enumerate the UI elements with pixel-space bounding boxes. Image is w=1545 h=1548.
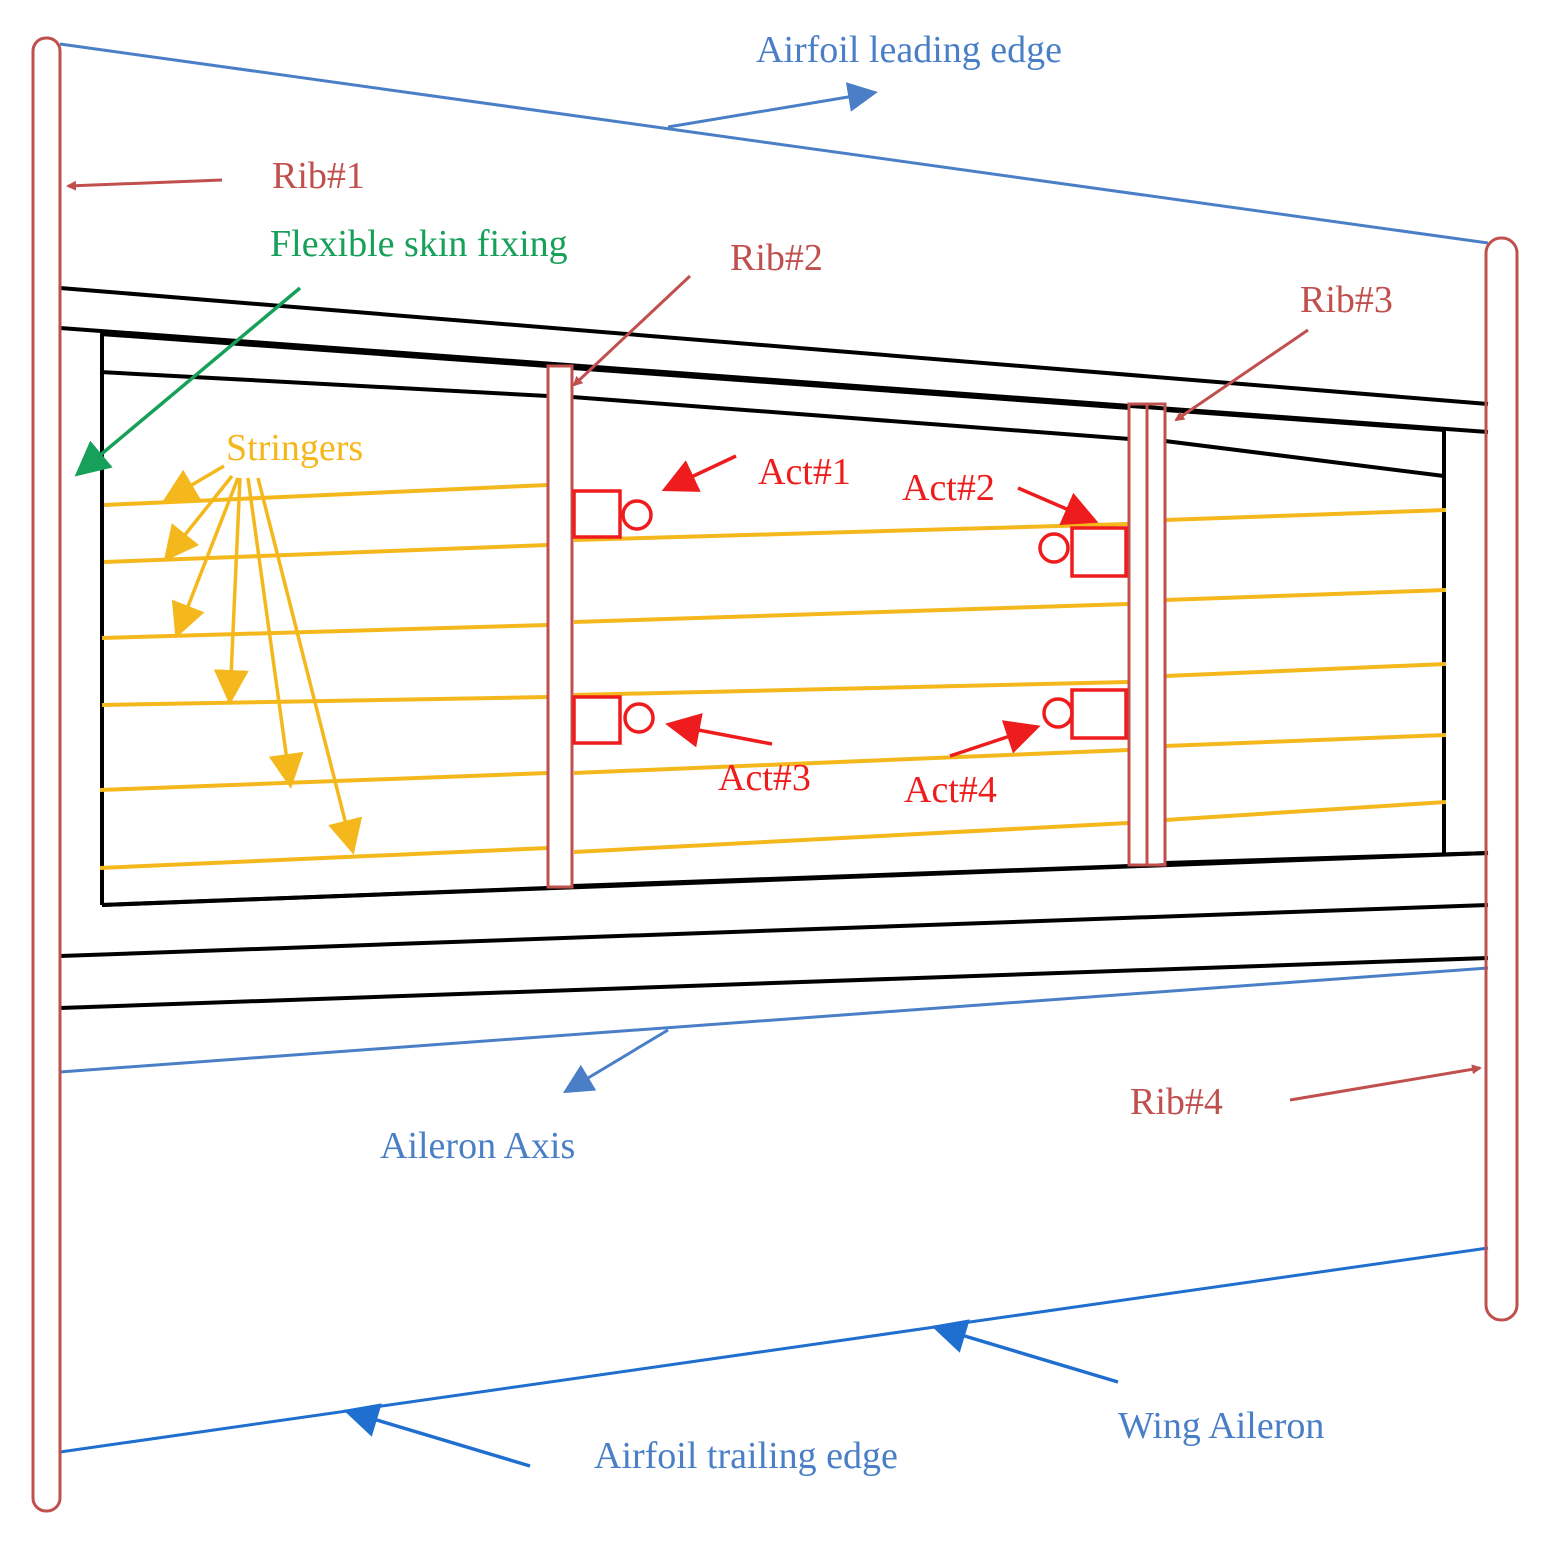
- stringers-label: Stringers: [226, 427, 363, 469]
- aileron-axis-label: Aileron Axis: [380, 1125, 575, 1167]
- actuator-3: [572, 695, 655, 745]
- wing-box-frame: [59, 286, 1489, 1010]
- rib2-label: Rib#2: [730, 237, 823, 279]
- airfoil-leading-edge-line: [59, 42, 1489, 245]
- rib4-arrow: [1289, 1064, 1482, 1102]
- rib1-label: Rib#1: [272, 155, 365, 197]
- act1-arrow: [661, 454, 737, 492]
- act2-arrow: [1017, 486, 1099, 525]
- actuator-4: [1042, 688, 1128, 740]
- rib-2: [546, 364, 574, 889]
- wing-aileron-arrow: [931, 1319, 1119, 1384]
- rib4-label: Rib#4: [1130, 1081, 1223, 1123]
- leading-edge-label: Airfoil leading edge: [756, 29, 1062, 71]
- wing-aileron-label: Wing Aileron: [1118, 1405, 1324, 1447]
- act4-arrow: [949, 720, 1041, 758]
- skin-fixing-arrow: [74, 286, 302, 477]
- stringer-arrows: [161, 464, 363, 855]
- rib2-arrow: [572, 274, 692, 387]
- act3-arrow: [665, 713, 773, 748]
- act3-label: Act#3: [718, 757, 811, 799]
- actuator-1: [572, 489, 653, 539]
- actuator-2: [1038, 526, 1128, 578]
- rib-4: [1484, 236, 1519, 1322]
- rib-1: [31, 36, 62, 1513]
- stringer-lines: [99, 483, 1447, 870]
- rib3-label: Rib#3: [1300, 279, 1393, 321]
- act1-label: Act#1: [758, 451, 851, 493]
- rib1-arrow: [66, 178, 223, 191]
- aileron-axis-line: [59, 966, 1489, 1074]
- trailing-edge-arrow: [343, 1403, 531, 1468]
- aileron-axis-arrow: [562, 1028, 669, 1094]
- skin-fixing-label: Flexible skin fixing: [270, 223, 568, 265]
- act2-label: Act#2: [902, 467, 995, 509]
- act4-label: Act#4: [904, 769, 997, 811]
- airfoil-trailing-edge-line: [59, 1246, 1489, 1454]
- trailing-edge-label: Airfoil trailing edge: [594, 1435, 898, 1477]
- leading-edge-arrow: [667, 82, 878, 129]
- rib3-arrow: [1174, 328, 1309, 422]
